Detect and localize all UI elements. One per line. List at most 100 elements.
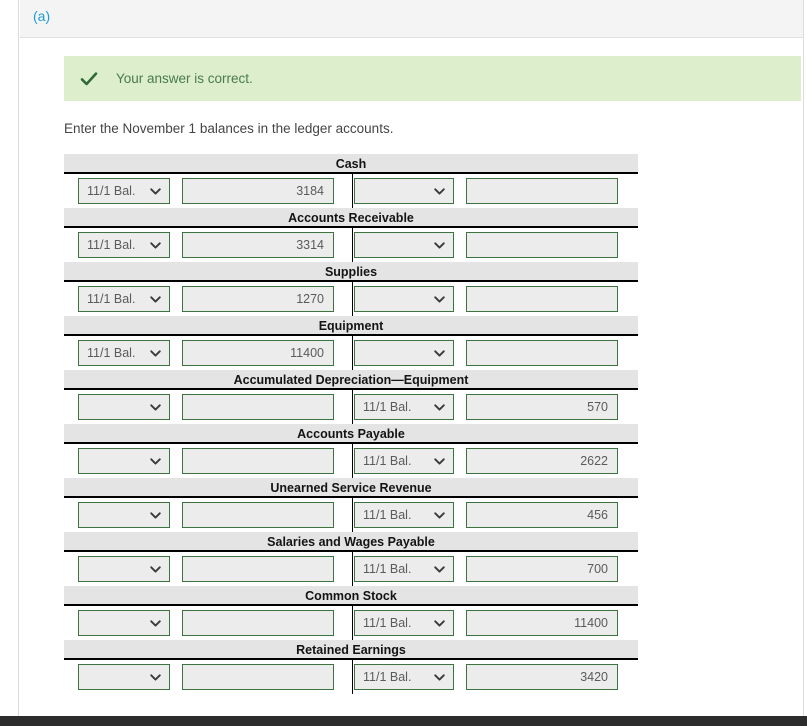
debit-amount-input[interactable]: 11400	[182, 340, 334, 366]
chevron-down-icon	[433, 395, 446, 419]
debit-date-cell	[78, 502, 170, 528]
credit-date-select[interactable]	[354, 232, 454, 258]
credit-date-cell: 11/1 Bal.	[354, 394, 454, 420]
debit-date-cell	[78, 610, 170, 636]
question-panel: (a) Your answer is correct. Enter the No…	[20, 0, 803, 716]
account-title: Equipment	[64, 316, 638, 336]
credit-date-value: 11/1 Bal.	[363, 454, 412, 468]
credit-amount-input[interactable]: 2622	[466, 448, 618, 474]
credit-date-select[interactable]: 11/1 Bal.	[354, 664, 454, 690]
account-title: Accounts Payable	[64, 424, 638, 444]
account-block: Retained Earnings 11/1 Bal. 3420	[64, 640, 638, 694]
account-title: Accumulated Depreciation—Equipment	[64, 370, 638, 390]
account-row: 11/1 Bal. 570	[64, 390, 638, 424]
chevron-down-icon	[149, 665, 162, 689]
debit-date-select[interactable]: 11/1 Bal.	[78, 178, 170, 204]
chevron-down-icon	[149, 395, 162, 419]
debit-amount-cell: 3314	[182, 232, 334, 258]
debit-date-cell	[78, 394, 170, 420]
account-row: 11/1 Bal. 3184	[64, 174, 638, 208]
debit-amount-input[interactable]	[182, 664, 334, 690]
debit-date-select[interactable]: 11/1 Bal.	[78, 286, 170, 312]
credit-amount-input[interactable]	[466, 286, 618, 312]
credit-amount-cell	[466, 178, 618, 204]
credit-amount-input[interactable]	[466, 178, 618, 204]
chevron-down-icon	[149, 557, 162, 581]
credit-amount-input[interactable]: 3420	[466, 664, 618, 690]
account-row: 11/1 Bal. 2622	[64, 444, 638, 478]
credit-date-select[interactable]	[354, 178, 454, 204]
credit-date-cell	[354, 178, 454, 204]
answer-correct-text: Your answer is correct.	[116, 71, 253, 86]
credit-amount-cell	[466, 286, 618, 312]
debit-date-select[interactable]: 11/1 Bal.	[78, 232, 170, 258]
credit-date-select[interactable]: 11/1 Bal.	[354, 610, 454, 636]
debit-amount-cell	[182, 610, 334, 636]
instruction-text: Enter the November 1 balances in the led…	[64, 121, 394, 136]
credit-date-select[interactable]: 11/1 Bal.	[354, 556, 454, 582]
panel-header: (a)	[20, 0, 803, 38]
account-title: Retained Earnings	[64, 640, 638, 660]
chevron-down-icon	[433, 287, 446, 311]
answer-correct-banner: Your answer is correct.	[64, 56, 801, 101]
debit-amount-cell: 11400	[182, 340, 334, 366]
debit-amount-input[interactable]: 3184	[182, 178, 334, 204]
credit-amount-cell: 570	[466, 394, 618, 420]
account-block: Salaries and Wages Payable 11/1 Bal. 700	[64, 532, 638, 586]
debit-date-select[interactable]	[78, 664, 170, 690]
debit-amount-input[interactable]	[182, 394, 334, 420]
chevron-down-icon	[433, 557, 446, 581]
debit-date-cell: 11/1 Bal.	[78, 232, 170, 258]
debit-date-select[interactable]	[78, 394, 170, 420]
debit-amount-input[interactable]	[182, 610, 334, 636]
part-label: (a)	[33, 8, 51, 24]
debit-date-select[interactable]	[78, 502, 170, 528]
chevron-down-icon	[433, 611, 446, 635]
chevron-down-icon	[433, 233, 446, 257]
debit-date-value: 11/1 Bal.	[87, 292, 136, 306]
credit-amount-input[interactable]: 456	[466, 502, 618, 528]
credit-amount-cell: 3420	[466, 664, 618, 690]
credit-date-select[interactable]: 11/1 Bal.	[354, 394, 454, 420]
credit-amount-input[interactable]	[466, 232, 618, 258]
credit-amount-input[interactable]: 570	[466, 394, 618, 420]
left-gutter	[0, 0, 19, 716]
debit-amount-input[interactable]: 1270	[182, 286, 334, 312]
check-icon	[80, 70, 98, 88]
account-row: 11/1 Bal. 3314	[64, 228, 638, 262]
debit-amount-cell: 3184	[182, 178, 334, 204]
chevron-down-icon	[433, 341, 446, 365]
credit-date-select[interactable]: 11/1 Bal.	[354, 448, 454, 474]
credit-date-select[interactable]	[354, 286, 454, 312]
account-row: 11/1 Bal. 456	[64, 498, 638, 532]
account-title: Supplies	[64, 262, 638, 282]
debit-date-cell: 11/1 Bal.	[78, 178, 170, 204]
debit-date-select[interactable]	[78, 448, 170, 474]
chevron-down-icon	[433, 449, 446, 473]
credit-amount-cell: 2622	[466, 448, 618, 474]
debit-amount-cell	[182, 664, 334, 690]
chevron-down-icon	[149, 287, 162, 311]
chevron-down-icon	[433, 503, 446, 527]
credit-amount-input[interactable]: 11400	[466, 610, 618, 636]
debit-amount-input[interactable]	[182, 502, 334, 528]
account-row: 11/1 Bal. 3420	[64, 660, 638, 694]
bottom-bar	[0, 716, 807, 726]
credit-date-cell	[354, 286, 454, 312]
account-row: 11/1 Bal. 700	[64, 552, 638, 586]
debit-amount-cell	[182, 394, 334, 420]
credit-date-select[interactable]: 11/1 Bal.	[354, 502, 454, 528]
credit-date-select[interactable]	[354, 340, 454, 366]
debit-date-select[interactable]: 11/1 Bal.	[78, 340, 170, 366]
credit-amount-input[interactable]	[466, 340, 618, 366]
account-title: Salaries and Wages Payable	[64, 532, 638, 552]
debit-date-select[interactable]	[78, 610, 170, 636]
debit-amount-input[interactable]	[182, 556, 334, 582]
credit-date-value: 11/1 Bal.	[363, 562, 412, 576]
debit-date-cell	[78, 448, 170, 474]
credit-amount-input[interactable]: 700	[466, 556, 618, 582]
debit-amount-input[interactable]	[182, 448, 334, 474]
debit-amount-input[interactable]: 3314	[182, 232, 334, 258]
debit-date-cell	[78, 556, 170, 582]
debit-date-select[interactable]	[78, 556, 170, 582]
